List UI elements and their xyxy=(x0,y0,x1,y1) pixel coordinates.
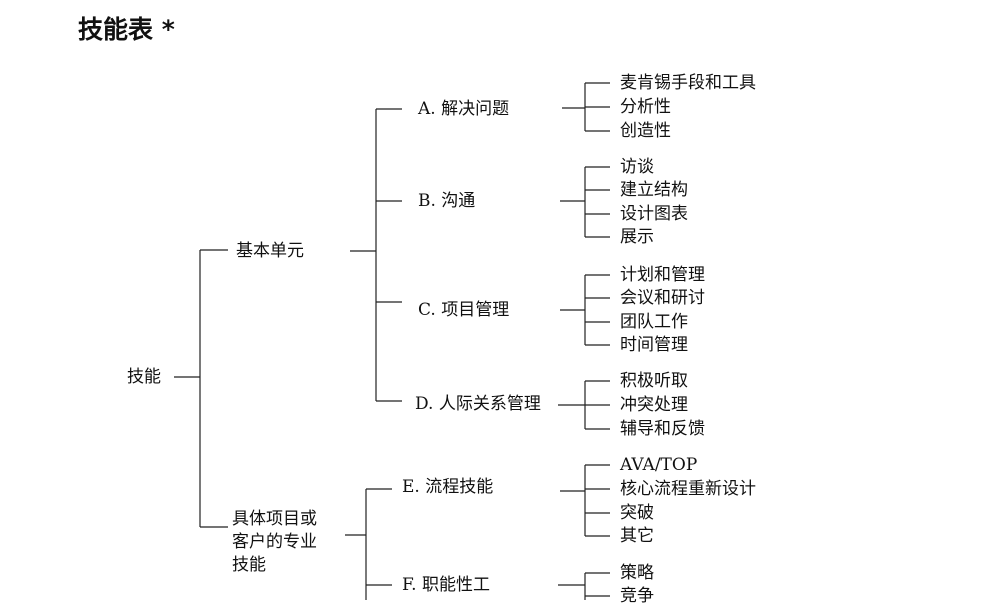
category-node-c: C. 项目管理 xyxy=(418,300,510,320)
root-node: 技能 xyxy=(127,367,161,387)
page-title: 技能表 * xyxy=(78,15,175,44)
category-node-d: D. 人际关系管理 xyxy=(415,394,541,414)
category-node-b: B. 沟通 xyxy=(418,191,476,211)
item-node: AVA/TOP xyxy=(620,455,698,475)
category-node-e: E. 流程技能 xyxy=(402,477,494,497)
group-node-basic: 基本单元 xyxy=(236,241,304,261)
group-node-line: 技能 xyxy=(232,555,266,575)
category-node-f: F. 职能性工 xyxy=(402,575,490,595)
group-node-specialist: 具体项目或 客户的专业 技能 xyxy=(232,508,317,577)
item-node: 策略 xyxy=(620,563,654,583)
item-node: 积极听取 xyxy=(620,371,688,391)
item-node: 其它 xyxy=(620,526,654,546)
item-node: 建立结构 xyxy=(620,180,688,200)
item-node: 分析性 xyxy=(620,97,671,117)
item-node: 创造性 xyxy=(620,121,671,141)
item-node: 竞争 xyxy=(620,586,654,606)
item-node: 计划和管理 xyxy=(620,265,705,285)
group-node-line: 具体项目或 xyxy=(232,509,317,529)
item-node: 设计图表 xyxy=(620,204,688,224)
item-node: 麦肯锡手段和工具 xyxy=(620,73,756,93)
item-node: 突破 xyxy=(620,503,654,523)
item-node: 团队工作 xyxy=(620,312,688,332)
item-node: 冲突处理 xyxy=(620,395,688,415)
item-node: 访谈 xyxy=(620,157,654,177)
item-node: 展示 xyxy=(620,227,654,247)
item-node: 核心流程重新设计 xyxy=(620,479,756,499)
item-node: 时间管理 xyxy=(620,335,688,355)
category-node-a: A. 解决问题 xyxy=(418,99,510,119)
item-node: 会议和研讨 xyxy=(620,288,705,308)
group-node-line: 客户的专业 xyxy=(232,532,317,552)
item-node: 辅导和反馈 xyxy=(620,419,705,439)
